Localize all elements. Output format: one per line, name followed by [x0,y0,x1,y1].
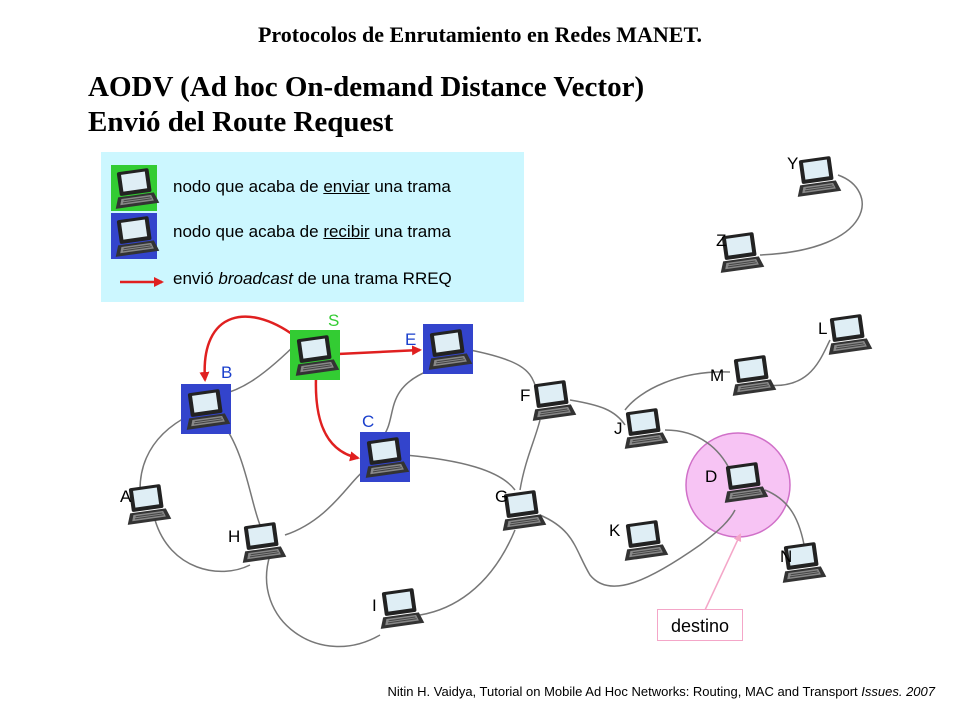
node-label-z: Z [716,231,727,250]
node-label-m: M [710,366,725,385]
link-d-n [764,489,806,551]
laptop-y [792,154,842,198]
node-label-c: C [362,412,375,431]
legend-sender-text: nodo que acaba de enviar una trama [173,177,451,196]
link-m-l [764,339,831,387]
node-label-h: H [228,527,241,546]
node-label-f: F [520,386,531,405]
link-f-g [519,419,541,491]
link-b-a [139,414,191,491]
laptop-k [619,518,669,562]
node-label-y: Y [787,154,799,173]
laptop-f [527,378,577,422]
node-label-g: G [495,487,509,506]
broadcast-arrow-s-c [314,377,360,462]
link-e-c [379,369,431,441]
node-label-d: D [705,467,718,486]
laptop-m [727,353,777,397]
link-b-h [219,419,261,526]
laptop-i [375,586,425,630]
laptop-h [237,520,287,564]
node-label-e: E [405,330,417,349]
link-g-i [419,529,516,616]
citation: Nitin H. Vaidya, Tutorial on Mobile Ad H… [387,684,935,699]
slide-heading: AODV (Ad hoc On-demand Distance Vector) … [88,70,644,140]
broadcast-arrow-s-e [337,345,422,356]
broadcast-arrow-s-b [199,315,301,382]
destination-pointer [704,533,742,611]
node-label-l: L [818,319,828,338]
link-g-k [539,509,736,587]
node-label-b: B [221,363,233,382]
link-y-z [759,174,863,256]
legend-box: nodo que acaba de enviar una trama nodo … [101,152,524,302]
link-f-j [569,399,626,426]
link-h-c [284,469,366,536]
link-j-m [624,371,731,411]
link-c-g [404,454,516,491]
link-a-h [154,519,251,573]
legend-broadcast-text: envió broadcast de una trama RREQ [173,269,452,288]
node-label-a: A [120,487,132,506]
legend-receiver-text: nodo que acaba de recibir una trama [173,222,451,241]
heading-line-1: AODV (Ad hoc On-demand Distance Vector) [88,71,645,103]
heading-line-2: Envió del Route Request [88,106,394,138]
node-label-k: K [609,521,621,540]
link-j-d [664,429,731,471]
node-label-j: J [614,419,623,438]
node-label-s: S [328,311,340,330]
laptop-l [823,312,873,356]
laptop-j [619,406,669,450]
link-e-f [469,349,536,386]
destination-label: destino [657,609,743,641]
link-h-i [265,554,381,648]
node-label-n: N [780,547,793,566]
page-title: Protocolos de Enrutamiento en Redes MANE… [257,22,703,47]
node-label-i: I [372,596,377,615]
